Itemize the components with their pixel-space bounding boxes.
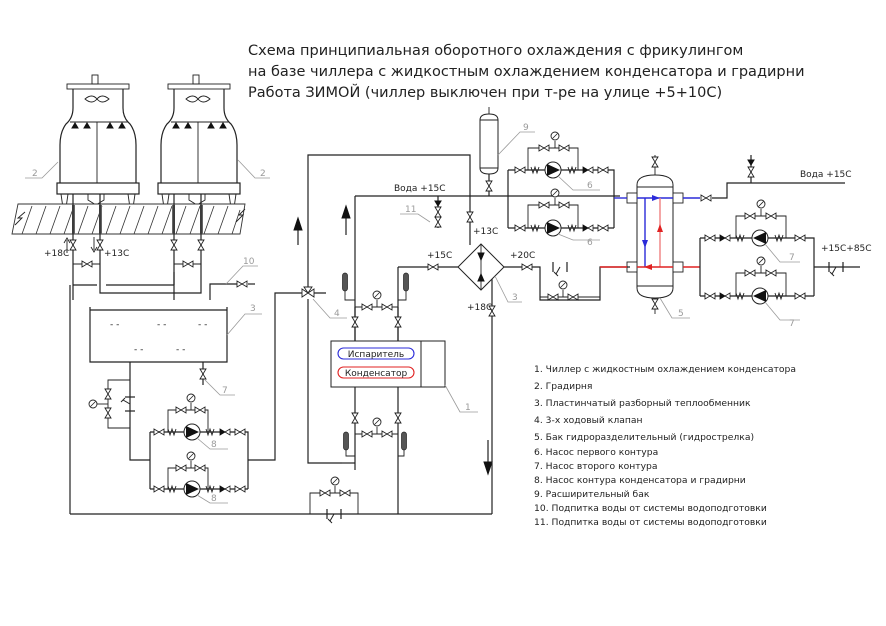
callout-hydro-separator: 5 bbox=[678, 309, 684, 319]
expansion-tank bbox=[479, 107, 499, 175]
temp-consumer-range: +15С+85С bbox=[821, 244, 872, 254]
legend-item: 3. Пластинчатый разборный теплообменник bbox=[534, 398, 751, 409]
legend-item: 11. Подпитка воды от системы водоподгото… bbox=[534, 517, 767, 528]
callout-expansion-tank: 9 bbox=[523, 123, 529, 133]
title-line-3: Работа ЗИМОЙ (чиллер выключен при т-ре н… bbox=[248, 83, 722, 101]
title-line-1: Схема принципиальная оборотного охлажден… bbox=[248, 43, 743, 59]
title-line-2: на базе чиллера с жидкостным охлаждением… bbox=[248, 64, 805, 80]
legend-item: 10. Подпитка воды от системы водоподгото… bbox=[534, 503, 767, 514]
callout-tank-drain: 7 bbox=[222, 386, 228, 396]
legend-item: 8. Насос контура конденсатора и градирни bbox=[534, 475, 746, 486]
legend-item: 2. Градирня bbox=[534, 381, 592, 392]
legend-item: 7. Насос второго контура bbox=[534, 461, 658, 472]
open-tank: - - - - - - - - - - bbox=[89, 307, 228, 363]
svg-text:- -: - - bbox=[157, 320, 166, 330]
legend-item: 6. Насос первого контура bbox=[534, 447, 658, 458]
roof-slab bbox=[11, 203, 246, 235]
condenser bbox=[337, 366, 415, 379]
condenser-pump-group bbox=[149, 393, 249, 498]
svg-text:- -: - - bbox=[134, 345, 143, 355]
callout-chiller: 1 bbox=[465, 403, 471, 413]
cooling-tower-left bbox=[56, 74, 140, 209]
callout-tower-left: 2 bbox=[32, 169, 38, 179]
cooling-tower-right bbox=[157, 74, 241, 209]
legend: 1. Чиллер с жидкостным охлаждением конде… bbox=[534, 364, 796, 528]
callout-pump-cond-bottom: 8 bbox=[211, 494, 217, 504]
water-makeup-label-right: Вода +15С bbox=[800, 170, 852, 180]
fan-icon bbox=[84, 95, 110, 103]
temp-hx-out-20: +20С bbox=[510, 251, 535, 261]
pump-icon bbox=[544, 161, 562, 179]
pump-icon bbox=[183, 480, 201, 498]
condenser-label: Конденсатор bbox=[345, 369, 408, 379]
chiller: Испаритель Конденсатор bbox=[330, 340, 446, 388]
callout-tower-right: 2 bbox=[260, 169, 266, 179]
callout-valve3way: 4 bbox=[334, 309, 340, 319]
callout-hx: 3 bbox=[512, 293, 518, 303]
callout-pump1-top: 6 bbox=[587, 181, 593, 191]
spray-nozzles-icon bbox=[172, 122, 227, 129]
callout-pump2-top: 7 bbox=[789, 253, 795, 263]
callout-tank: 3 bbox=[250, 304, 256, 314]
callout-pump1-bottom: 6 bbox=[587, 238, 593, 248]
legend-item: 5. Бак гидроразделительный (гидрострелка… bbox=[534, 432, 754, 443]
pump-icon bbox=[751, 287, 769, 305]
legend-item: 4. 3-х ходовый клапан bbox=[534, 415, 643, 426]
svg-text:- -: - - bbox=[198, 320, 207, 330]
temp-hx-in-13: +13С bbox=[473, 227, 498, 237]
legend-item: 9. Расширительный бак bbox=[534, 489, 650, 500]
secondary-pump-group bbox=[699, 199, 815, 305]
three-way-valve bbox=[301, 286, 315, 298]
plate-heat-exchanger bbox=[457, 243, 505, 291]
svg-text:- -: - - bbox=[110, 320, 119, 330]
evaporator-label: Испаритель bbox=[348, 350, 404, 360]
callout-makeup-10: 10 bbox=[243, 257, 255, 267]
callout-pump2-bottom: 7 bbox=[789, 319, 795, 329]
temp-hx-in-15: +15С bbox=[427, 251, 452, 261]
pump-icon bbox=[544, 219, 562, 237]
callout-makeup-11: 11 bbox=[405, 205, 416, 215]
hydro-separator bbox=[626, 155, 684, 314]
primary-pump-group bbox=[507, 131, 615, 237]
fan-icon bbox=[185, 95, 211, 103]
temp-tower-return: +13С bbox=[104, 249, 129, 259]
svg-text:- -: - - bbox=[176, 345, 185, 355]
temp-hx-out-18: +18С bbox=[467, 303, 492, 313]
callout-pump-cond-top: 8 bbox=[211, 440, 217, 450]
pump-icon bbox=[183, 423, 201, 441]
pump-icon bbox=[751, 229, 769, 247]
temp-tower-supply: +18С bbox=[44, 249, 69, 259]
spray-nozzles-icon bbox=[71, 122, 126, 129]
water-makeup-label-top: Вода +15С bbox=[394, 184, 446, 194]
evaporator bbox=[337, 347, 415, 360]
legend-item: 1. Чиллер с жидкостным охлаждением конде… bbox=[534, 364, 796, 375]
